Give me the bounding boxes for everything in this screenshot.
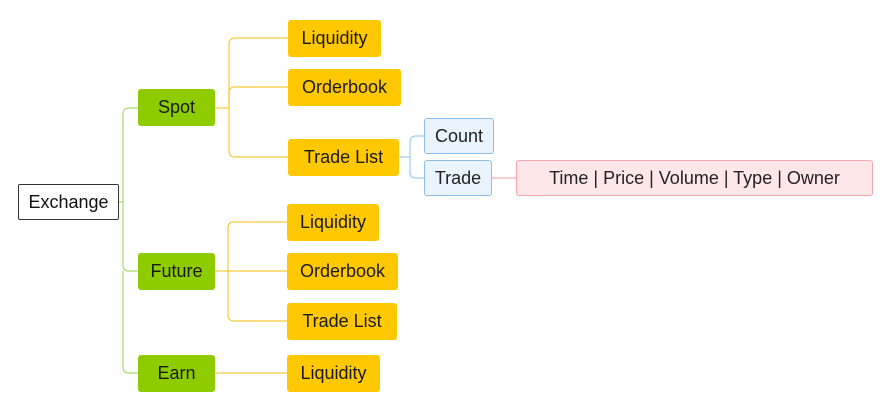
trade-node[interactable]: Trade — [424, 160, 492, 196]
trade-fields-node[interactable]: Time | Price | Volume | Type | Owner — [516, 160, 873, 196]
branch-node-future[interactable]: Future — [138, 253, 215, 290]
connector-root-future — [122, 202, 138, 272]
connector-spot-trade-list — [228, 108, 288, 158]
branch-node-earn[interactable]: Earn — [138, 355, 215, 392]
connector-spot-orderbook — [228, 86, 288, 108]
future-trade-list-node[interactable]: Trade List — [287, 303, 397, 340]
spot-orderbook-node[interactable]: Orderbook — [288, 69, 401, 106]
connector-trade-list-count — [399, 135, 424, 158]
connector-root-spot — [119, 107, 138, 203]
connector-spot-liquidity — [215, 37, 288, 109]
connector-future-liquidity — [215, 221, 287, 272]
spot-trade-list-node[interactable]: Trade List — [288, 139, 399, 176]
count-node[interactable]: Count — [424, 118, 494, 154]
connector-trade-list-trade — [409, 157, 424, 179]
earn-liquidity-node[interactable]: Liquidity — [287, 355, 380, 392]
spot-liquidity-node[interactable]: Liquidity — [288, 20, 381, 57]
connector-root-earn — [122, 271, 138, 374]
root-node-exchange[interactable]: Exchange — [18, 184, 119, 220]
future-orderbook-node[interactable]: Orderbook — [287, 253, 398, 290]
branch-node-spot[interactable]: Spot — [138, 89, 215, 126]
future-liquidity-node[interactable]: Liquidity — [287, 204, 379, 241]
connector-future-trade-list — [227, 271, 287, 322]
